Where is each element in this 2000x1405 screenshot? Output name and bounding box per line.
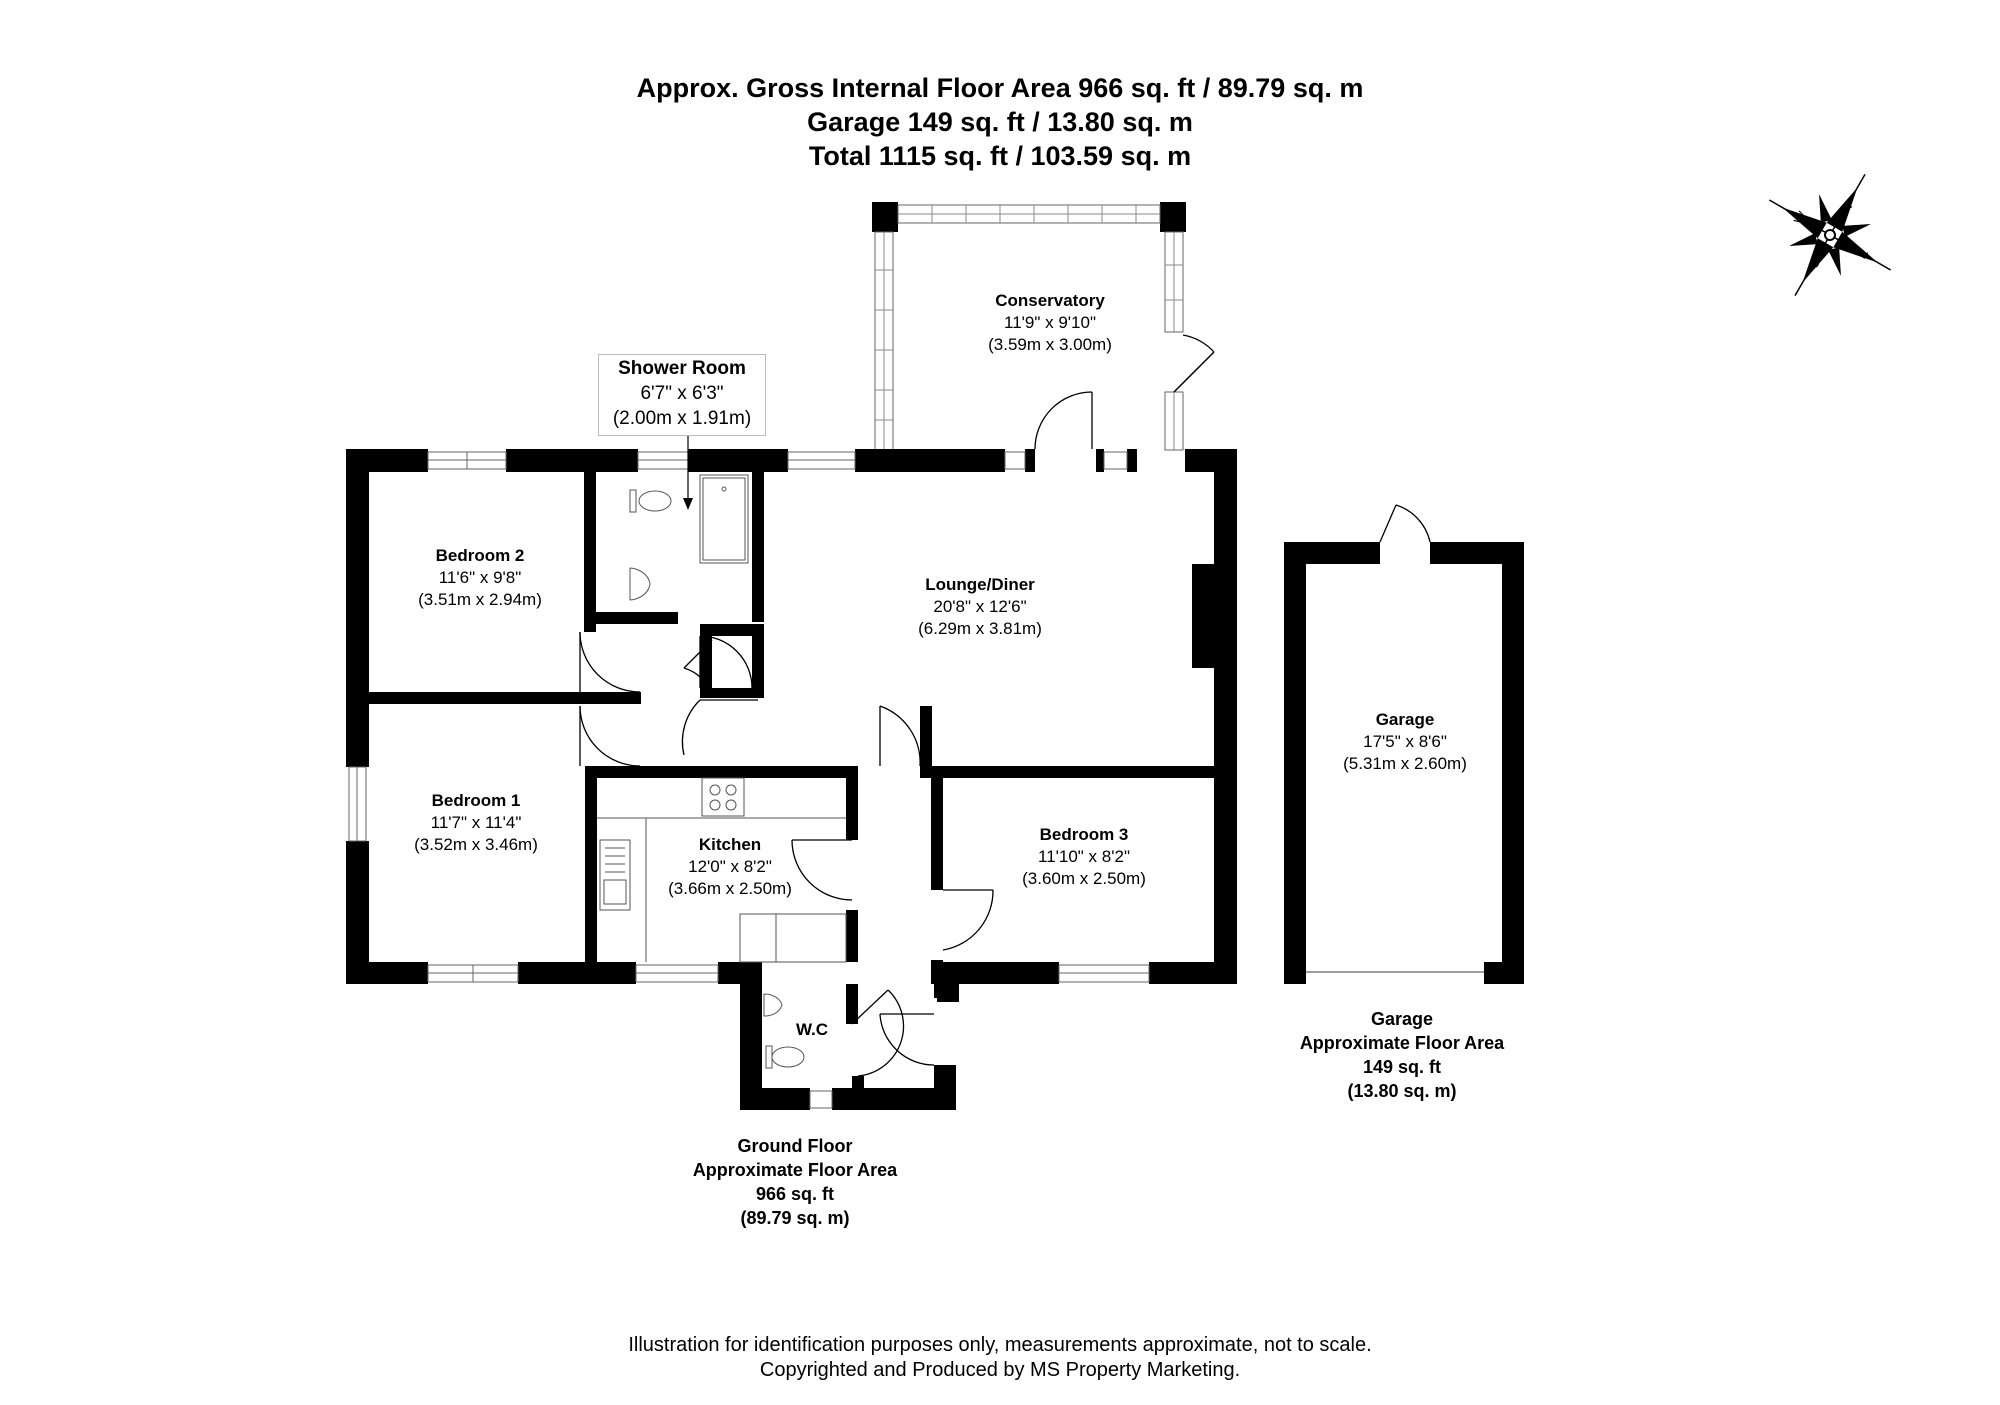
lounge-name: Lounge/Diner [925,575,1035,594]
doors [579,391,1093,1077]
bedroom1-name: Bedroom 1 [431,791,521,810]
kitchen-metric: (3.66m x 2.50m) [668,879,792,898]
ground-floor-area-label: Approximate Floor Area [692,1160,898,1180]
total-area-title: Total 1115 sq. ft / 103.59 sq. m [808,141,1192,171]
floor-area-title: Approx. Gross Internal Floor Area 966 sq… [636,73,1364,103]
conservatory-label: Conservatory 11'9" x 9'10" (3.59m x 3.00… [940,290,1160,356]
garage-area-title: Garage 149 sq. ft / 13.80 sq. m [807,107,1193,137]
shower-room-label: Shower Room 6'7" x 6'3" (2.00m x 1.91m) [598,356,766,431]
ground-floor-title: Ground Floor [737,1136,853,1156]
conservatory-metric: (3.59m x 3.00m) [988,335,1112,354]
ground-floor-caption: Ground Floor Approximate Floor Area 966 … [615,1134,975,1230]
bedroom2-imperial: 11'6" x 9'8" [438,568,522,587]
shower-room-imperial: 6'7" x 6'3" [640,383,724,404]
windows [348,451,1150,1109]
bedroom3-label: Bedroom 3 11'10" x 8'2" (3.60m x 2.50m) [974,824,1194,890]
bedroom3-imperial: 11'10" x 8'2" [1038,847,1130,866]
lounge-imperial: 20'8" x 12'6" [933,597,1027,616]
bedroom1-metric: (3.52m x 3.46m) [414,835,538,854]
garage-caption: Garage Approximate Floor Area 149 sq. ft… [1222,1007,1582,1103]
garage-imperial: 17'5" x 8'6" [1363,732,1447,751]
conservatory-imperial: 11'9" x 9'10" [1004,313,1096,332]
kitchen-name: Kitchen [698,835,762,854]
disclaimer-text: Illustration for identification purposes… [628,1334,1372,1356]
bedroom1-label: Bedroom 1 11'7" x 11'4" (3.52m x 3.46m) [366,790,586,856]
garage-name: Garage [1375,710,1435,729]
house-walls [346,449,1237,1110]
bedroom2-metric: (3.51m x 2.94m) [418,590,542,609]
garage-doors [1306,504,1484,973]
kitchen-label: Kitchen 12'0" x 8'2" (3.66m x 2.50m) [640,834,820,900]
ground-floor-area-sqm: (89.79 sq. m) [740,1208,850,1228]
lounge-label: Lounge/Diner 20'8" x 12'6" (6.29m x 3.81… [870,574,1090,640]
copyright-text: Copyrighted and Produced by MS Property … [759,1359,1241,1381]
shower-room-pointer-icon [683,436,693,510]
ground-floor-area-sqft: 966 sq. ft [755,1184,835,1204]
garage-metric: (5.31m x 2.60m) [1343,754,1467,773]
garage-label: Garage 17'5" x 8'6" (5.31m x 2.60m) [1305,709,1505,775]
kitchen-imperial: 12'0" x 8'2" [688,857,772,876]
bedroom3-metric: (3.60m x 2.50m) [1022,869,1146,888]
garage-caption-title: Garage [1370,1009,1434,1029]
garage-caption-area-sqft: 149 sq. ft [1362,1057,1442,1077]
shower-room-label-box [598,354,766,436]
bedroom2-name: Bedroom 2 [435,546,525,565]
shower-room-name: Shower Room [618,358,746,379]
bedroom2-label: Bedroom 2 11'6" x 9'8" (3.51m x 2.94m) [370,545,590,611]
bedroom1-imperial: 11'7" x 11'4" [430,813,522,832]
bedroom3-name: Bedroom 3 [1039,825,1129,844]
fixtures [597,474,847,1069]
garage-caption-area-sqm: (13.80 sq. m) [1347,1081,1457,1101]
garage-caption-area-label: Approximate Floor Area [1299,1033,1505,1053]
compass-icon: W N E S [1769,174,1891,296]
shower-room-metric: (2.00m x 1.91m) [612,408,752,429]
internal-walls [369,472,1236,1088]
wc-name: W.C [795,1020,829,1039]
wc-label: W.C [782,1019,842,1041]
conservatory-name: Conservatory [995,291,1105,310]
garage-walls [1284,542,1524,984]
lounge-metric: (6.29m x 3.81m) [918,619,1042,638]
